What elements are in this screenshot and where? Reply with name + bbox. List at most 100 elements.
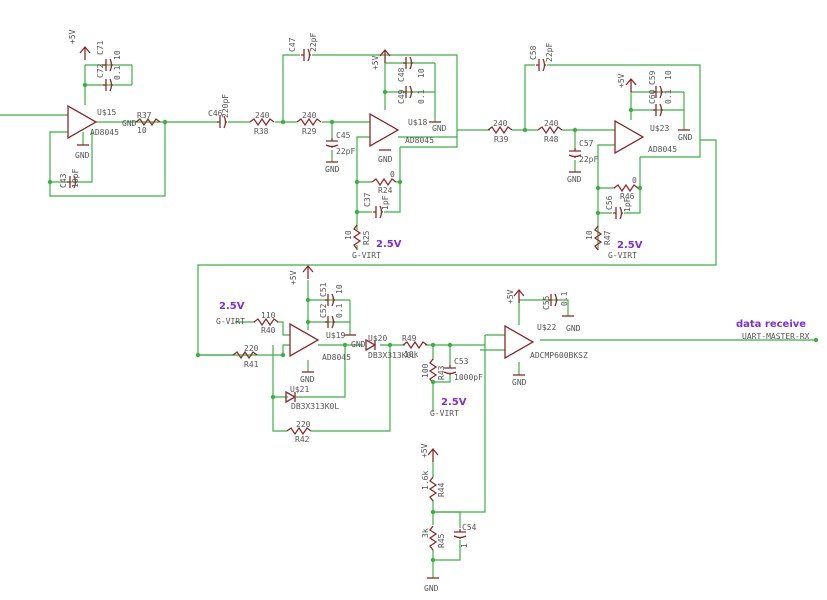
- svg-text:U$20: U$20: [368, 334, 387, 343]
- svg-text:AD8045: AD8045: [405, 136, 434, 145]
- svg-text:240: 240: [302, 111, 317, 120]
- svg-text:C43: C43: [59, 173, 68, 188]
- svg-text:C72: C72: [96, 63, 105, 78]
- svg-text:220pF: 220pF: [221, 94, 230, 118]
- svg-text:AD8045: AD8045: [648, 145, 677, 154]
- resistor-r46: [613, 184, 639, 192]
- svg-text:R25: R25: [362, 230, 371, 245]
- svg-text:+5V: +5V: [371, 55, 380, 70]
- vdd-symbol: [427, 448, 439, 463]
- capacitor-c56: [612, 206, 624, 220]
- net-gnd-label: GND: [75, 151, 90, 160]
- svg-text:C52: C52: [319, 303, 328, 318]
- data-receive-note: data receive: [736, 319, 806, 330]
- svg-text:22pF: 22pF: [579, 155, 598, 164]
- svg-text:240: 240: [255, 111, 270, 120]
- net-vdd-label: +5V: [68, 29, 77, 44]
- stage-4: 2.5V G-VIRT 110 R40 220 R41 +5V C51 10 C…: [195, 265, 485, 444]
- svg-text:R37: R37: [137, 111, 152, 120]
- svg-text:DB3X313K0L: DB3X313K0L: [291, 402, 339, 411]
- svg-text:1pF: 1pF: [381, 195, 390, 210]
- diode-u21: [285, 390, 297, 404]
- svg-text:U$23: U$23: [650, 124, 669, 133]
- svg-text:R42: R42: [295, 435, 310, 444]
- svg-text:G-VIRT: G-VIRT: [216, 317, 245, 326]
- svg-text:C51: C51: [319, 282, 328, 297]
- stage-1: GND +5V C71 10 C72 0.1 U$15 AD8045 C43 1…: [0, 29, 200, 197]
- svg-text:10k: 10k: [404, 350, 419, 359]
- svg-text:GND: GND: [566, 324, 581, 333]
- svg-text:C71: C71: [96, 40, 105, 55]
- svg-text:C37: C37: [363, 192, 372, 207]
- svg-text:U$22: U$22: [537, 323, 556, 332]
- vdd-symbol: [379, 49, 391, 64]
- svg-text:ADCMP600BKSZ: ADCMP600BKSZ: [530, 351, 588, 360]
- svg-text:U$18: U$18: [408, 118, 427, 127]
- svg-text:0.1: 0.1: [664, 89, 673, 104]
- svg-text:R48: R48: [544, 135, 559, 144]
- opamp-u18: [369, 113, 399, 147]
- svg-text:R49: R49: [402, 334, 417, 343]
- svg-text:C47: C47: [288, 37, 297, 52]
- svg-text:220: 220: [296, 420, 311, 429]
- svg-text:1.6k: 1.6k: [421, 471, 430, 490]
- svg-text:0.1: 0.1: [335, 303, 344, 318]
- svg-text:R24: R24: [378, 186, 393, 195]
- svg-text:1: 1: [460, 543, 469, 548]
- svg-text:+5V: +5V: [617, 73, 626, 88]
- svg-text:GND: GND: [325, 165, 340, 174]
- svg-text:22pF: 22pF: [309, 33, 318, 52]
- svg-text:GND: GND: [122, 119, 137, 128]
- svg-text:GND: GND: [300, 375, 315, 384]
- svg-text:GND: GND: [678, 133, 693, 142]
- stage-5: R49 10k 100 R43 C53 1000pF 2.5V G-VIRT +…: [402, 289, 819, 593]
- svg-text:G-VIRT: G-VIRT: [352, 251, 381, 260]
- svg-text:0.1: 0.1: [417, 89, 426, 104]
- svg-text:G-VIRT: G-VIRT: [430, 409, 459, 418]
- svg-text:0: 0: [390, 170, 395, 179]
- svg-text:100: 100: [421, 363, 430, 378]
- svg-text:C56: C56: [605, 195, 614, 210]
- svg-text:R45: R45: [437, 533, 446, 548]
- note-2v5: 2.5V: [376, 239, 402, 250]
- svg-text:R29: R29: [302, 127, 317, 136]
- svg-text:10: 10: [664, 70, 673, 80]
- svg-text:10: 10: [113, 50, 122, 60]
- resistor-r44: [429, 476, 437, 502]
- vdd-symbol: [625, 78, 637, 93]
- svg-text:C55: C55: [542, 295, 551, 310]
- svg-text:R46: R46: [620, 192, 635, 201]
- svg-text:C45: C45: [336, 131, 351, 140]
- svg-text:22pF: 22pF: [545, 43, 554, 62]
- svg-text:220: 220: [244, 344, 259, 353]
- svg-text:U$21: U$21: [290, 385, 309, 394]
- svg-text:R39: R39: [494, 135, 509, 144]
- resistor-r24: [371, 178, 397, 186]
- svg-text:GND: GND: [378, 155, 393, 164]
- stage-2: C46 220pF 240 R38 240 R29 C47 22pF C45 2…: [200, 33, 458, 260]
- svg-text:22pF: 22pF: [336, 147, 355, 156]
- svg-text:1pF: 1pF: [623, 197, 632, 212]
- svg-text:C57: C57: [579, 139, 594, 148]
- svg-text:GND: GND: [512, 378, 527, 387]
- note-2v5: 2.5V: [441, 397, 467, 408]
- vdd-symbol: [302, 265, 314, 280]
- comparator-u22: [504, 325, 534, 359]
- svg-text:R38: R38: [254, 127, 269, 136]
- note-2v5: 2.5V: [219, 301, 245, 312]
- svg-text:240: 240: [544, 119, 559, 128]
- svg-text:10: 10: [417, 68, 426, 78]
- svg-text:10: 10: [137, 126, 147, 135]
- resistor-r43: [429, 358, 437, 384]
- opamp-u19: [289, 323, 319, 357]
- svg-text:GND: GND: [424, 584, 439, 593]
- svg-text:+5V: +5V: [506, 289, 515, 304]
- svg-text:1000pF: 1000pF: [454, 373, 483, 382]
- svg-text:GND: GND: [567, 175, 582, 184]
- svg-text:C46: C46: [208, 109, 223, 118]
- svg-text:C58: C58: [529, 45, 538, 60]
- svg-text:DB3X313K0L: DB3X313K0L: [368, 351, 416, 360]
- vdd-symbol: [513, 289, 525, 304]
- svg-text:GND: GND: [351, 340, 366, 349]
- svg-text:C60: C60: [648, 89, 657, 104]
